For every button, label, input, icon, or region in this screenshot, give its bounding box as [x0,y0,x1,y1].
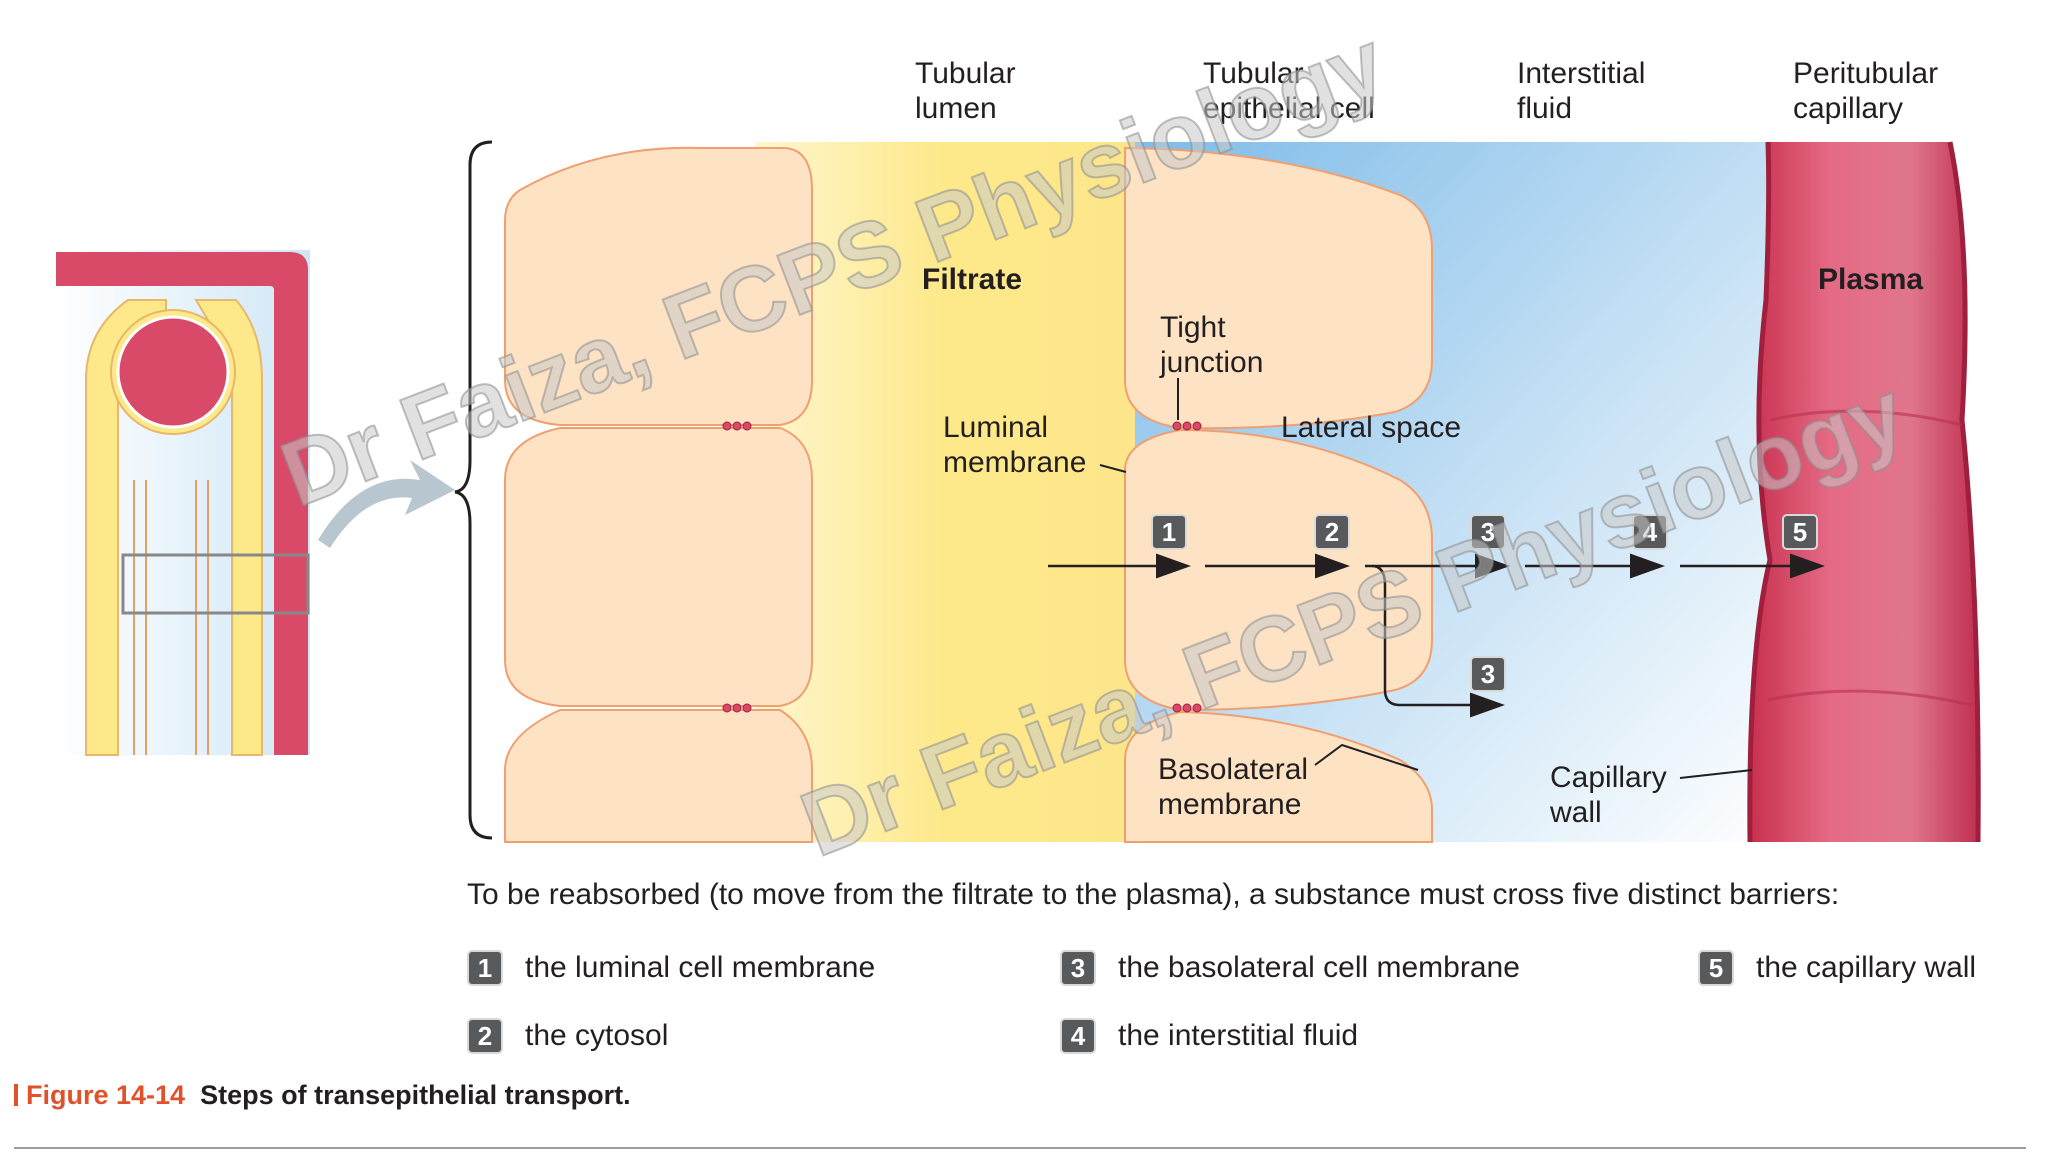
nephron-thumbnail [56,250,455,756]
filtrate-region [755,142,1135,842]
filtrate-label: Filtrate [922,263,1023,296]
intro-text: To be reabsorbed (to move from the filtr… [467,878,1840,911]
capillary [1749,142,1979,842]
legend-badge-5: 5 [1698,950,1734,986]
legend-item-2: 2 the cytosol [467,1018,668,1054]
luminal-membrane-label: Luminal membrane [943,411,1087,479]
legend-text-1: the luminal cell membrane [525,951,876,984]
header-tubular-lumen: Tubular lumen [915,57,1016,125]
legend-badge-1: 1 [467,950,503,986]
legend-badge-2: 2 [467,1018,503,1054]
tight-junction-dots [722,421,1202,713]
legend-text-4: the interstitial fluid [1118,1019,1359,1052]
capillary-wall-label: Capillary wall [1550,761,1667,829]
legend-badge-3: 3 [1060,950,1096,986]
step-badge-3-lateral: 3 [1470,656,1506,692]
brace [454,140,493,840]
legend-text-3: the basolateral cell membrane [1118,951,1520,984]
bottom-rule [14,1147,2026,1149]
tight-junction-label: Tight junction [1160,311,1264,379]
plasma-label: Plasma [1818,263,1924,296]
lateral-space-label: Lateral space [1281,411,1462,444]
header-peritubular-capillary: Peritubular capillary [1793,57,1939,125]
legend-text-2: the cytosol [525,1019,669,1052]
legend-item-5: 5 the capillary wall [1698,950,1976,986]
caption-title: Steps of transepithelial transport. [200,1080,631,1110]
caption-accent-bar [14,1084,18,1106]
basolateral-membrane-label: Basolateral membrane [1158,753,1309,821]
header-tubular-epithelial-cell: Tubular epithelial cell [1203,57,1375,125]
legend-badge-4: 4 [1060,1018,1096,1054]
right-cells [1124,146,1433,843]
step-badge-1: 1 [1151,514,1187,550]
header-interstitial-fluid: Interstitial fluid [1517,57,1646,125]
legend-item-1: 1 the luminal cell membrane [467,950,875,986]
caption-figure-number: Figure 14-14 [26,1080,186,1110]
legend-item-4: 4 the interstitial fluid [1060,1018,1358,1054]
legend-text-5: the capillary wall [1756,951,1977,984]
step-badge-2: 2 [1314,514,1350,550]
figure-caption: Figure 14-14 Steps of transepithelial tr… [14,1080,631,1111]
legend-item-3: 3 the basolateral cell membrane [1060,950,1520,986]
step-badge-4: 4 [1632,514,1668,550]
step-badge-5: 5 [1782,514,1818,550]
left-cells [504,146,813,843]
step-badge-3: 3 [1470,514,1506,550]
